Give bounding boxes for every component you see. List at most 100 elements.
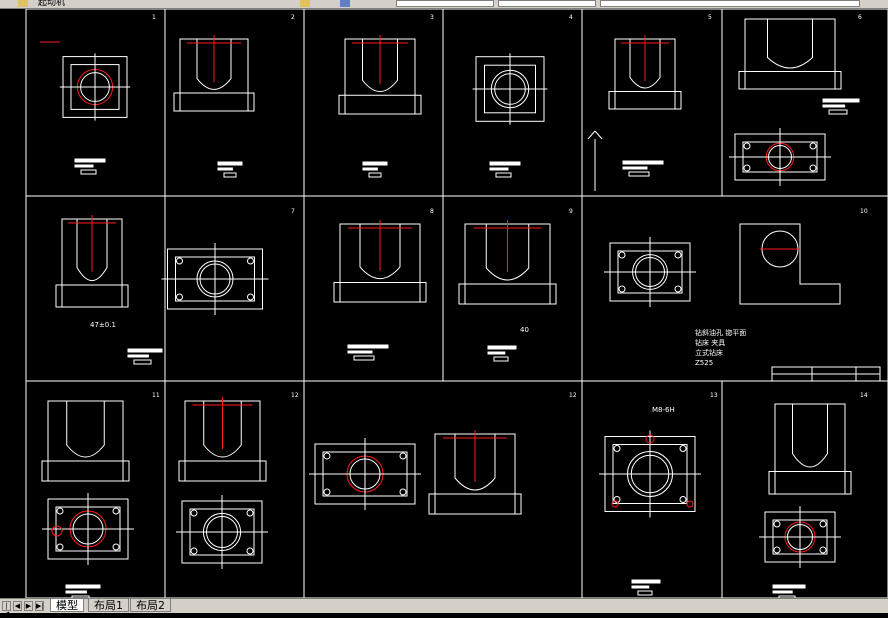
profile-path	[66, 401, 105, 458]
note-line: 钻床 夹具	[695, 338, 725, 347]
profile-path	[362, 39, 398, 92]
bore-circle	[176, 257, 183, 265]
outline-rect	[487, 345, 517, 350]
outline-rect	[495, 172, 512, 178]
outline-rect	[74, 158, 106, 163]
note-line: Z525	[695, 359, 713, 367]
cell-number: 2	[291, 14, 295, 21]
outline-rect	[71, 595, 90, 598]
cell-number: 1	[152, 14, 156, 21]
cell-number: 8	[430, 208, 434, 215]
first-tab-button[interactable]: |◀	[2, 601, 11, 618]
outline-rect	[768, 471, 852, 495]
bore-circle	[112, 543, 120, 551]
note-line: 立式钻床	[695, 348, 723, 357]
outline-line	[587, 130, 596, 140]
flange-view	[599, 430, 701, 518]
cell-number: 14	[860, 392, 868, 399]
tab-model[interactable]: 模型	[50, 599, 84, 612]
lineweight-dropdown[interactable]	[498, 0, 596, 7]
sheet-frame	[25, 9, 888, 598]
outline-rect	[362, 161, 388, 166]
bore-circle	[176, 293, 183, 301]
outline-rect	[362, 167, 378, 171]
section-view	[173, 35, 255, 112]
profile-path	[454, 434, 496, 491]
flange-view	[604, 237, 696, 307]
cell-number: 10	[860, 208, 868, 215]
bore-circle	[819, 546, 827, 554]
profile-path	[629, 39, 661, 89]
bore-circle	[56, 507, 64, 515]
layer-manager-icon[interactable]	[340, 0, 350, 7]
last-tab-button[interactable]: ▶|	[35, 601, 44, 611]
outline-rect	[353, 355, 375, 361]
section-view	[178, 397, 267, 482]
outline-rect	[41, 460, 130, 482]
profile-path	[739, 223, 841, 305]
cell-number: 6	[858, 14, 862, 21]
outline-rect	[772, 584, 806, 589]
cell-number: 4	[569, 14, 573, 21]
section-view	[55, 215, 129, 308]
bore-circle	[323, 488, 331, 496]
bore-circle	[112, 507, 120, 515]
outline-rect	[80, 169, 97, 175]
toolbar-strip: 起动机	[0, 0, 888, 9]
bore-circle	[743, 164, 751, 172]
layer-name: 起动机	[38, 0, 66, 8]
outline-rect	[127, 354, 149, 358]
bore-circle	[51, 525, 63, 537]
front-view	[59, 53, 131, 121]
plotstyle-dropdown[interactable]	[600, 0, 860, 7]
layout-tab-bar: |◀ ◀ ▶ ▶| 模型 布局1 布局2	[0, 598, 888, 618]
outline-rect	[489, 161, 521, 166]
profile-path	[792, 404, 828, 468]
linetype-dropdown[interactable]	[396, 0, 494, 7]
layer-color-icon[interactable]	[300, 0, 310, 7]
dimension-callout: 47±0.1	[90, 321, 116, 329]
outline-rect	[217, 167, 233, 171]
bore-circle	[809, 164, 817, 172]
outline-rect	[778, 595, 796, 598]
outline-rect	[133, 359, 152, 365]
outline-rect	[622, 160, 664, 165]
bore-circle	[674, 251, 682, 259]
outline-rect	[628, 171, 650, 177]
bore-circle	[323, 452, 331, 460]
outline-rect	[74, 164, 94, 168]
outline-rect	[333, 282, 427, 303]
layer-state-icon[interactable]	[18, 0, 28, 7]
outline-rect	[487, 351, 506, 355]
outline-rect	[428, 493, 522, 515]
note-line: 钻斜油孔 锪平面	[695, 328, 746, 337]
next-tab-button[interactable]: ▶	[24, 601, 33, 611]
section-view	[428, 430, 522, 515]
bore-circle	[618, 251, 626, 259]
outline-rect	[828, 109, 848, 115]
bore-circle	[399, 452, 407, 460]
bore-circle	[190, 547, 198, 555]
outline-rect	[631, 585, 650, 589]
outline-rect	[631, 579, 661, 584]
section-view	[768, 403, 852, 495]
bore-circle	[686, 500, 694, 508]
outline-rect	[347, 344, 389, 349]
bore-circle	[246, 509, 254, 517]
bore-circle	[809, 142, 817, 150]
bore-circle	[773, 520, 781, 528]
outline-rect	[368, 172, 382, 178]
outline-rect	[178, 460, 267, 482]
outline-line	[594, 130, 603, 140]
bore-circle	[56, 543, 64, 551]
tab-layout2[interactable]: 布局2	[130, 599, 171, 612]
outline-rect	[127, 348, 163, 353]
flange-view	[161, 243, 269, 315]
tab-layout1[interactable]: 布局1	[88, 599, 129, 612]
bore-circle	[679, 496, 687, 503]
outline-rect	[489, 167, 509, 171]
bore-circle	[247, 293, 254, 301]
prev-tab-button[interactable]: ◀	[13, 601, 22, 611]
